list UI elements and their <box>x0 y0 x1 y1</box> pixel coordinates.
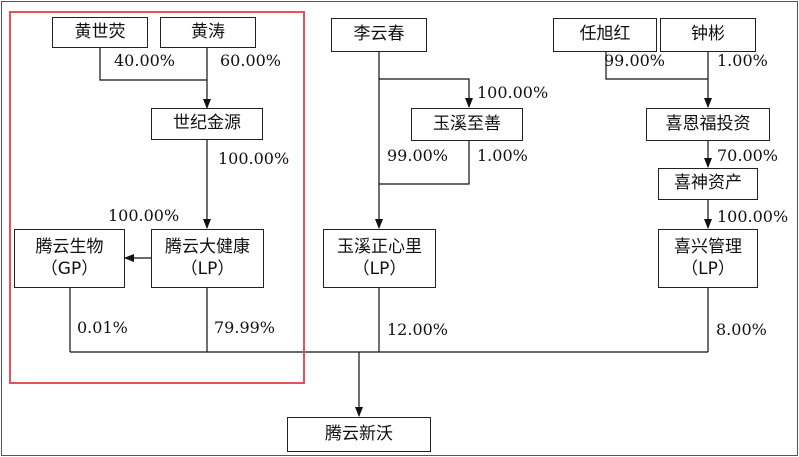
node-yuxi-zhishan: 玉溪至善 <box>411 108 523 141</box>
node-zhong-bin-label: 钟彬 <box>691 24 725 45</box>
pct-zhong-xien: 1.00% <box>717 51 768 70</box>
node-tengyun-shengwu-role: （GP） <box>40 258 99 279</box>
node-ren-xuhong-label: 任旭红 <box>579 24 631 45</box>
pct-zhengxinli-xinwo: 12.00% <box>387 320 449 339</box>
node-yuxi-zhengxinli-role: （LP） <box>352 258 407 279</box>
node-xishen-zichan-label: 喜神资产 <box>674 173 742 194</box>
node-xixing-guanli: 喜兴管理 （LP） <box>658 229 758 288</box>
pct-ren-xien: 99.00% <box>604 51 666 70</box>
pct-shiji-dajiankang: 100.00% <box>218 149 290 168</box>
edge-zhishan-zhengxinli <box>379 141 470 185</box>
node-tengyun-shengwu: 腾云生物 （GP） <box>14 229 125 288</box>
node-yuxi-zhishan-label: 玉溪至善 <box>433 113 501 134</box>
node-tengyun-xinwo: 腾云新沃 <box>287 417 431 452</box>
node-huang-tao: 黄涛 <box>160 17 256 48</box>
node-xishen-zichan: 喜神资产 <box>658 168 758 200</box>
node-ren-xuhong: 任旭红 <box>553 18 657 52</box>
node-tengyun-dajiankang: 腾云大健康 （LP） <box>151 229 264 288</box>
node-zhong-bin: 钟彬 <box>660 18 756 52</box>
node-tengyun-shengwu-label: 腾云生物 <box>35 237 104 258</box>
pct-huang-shiying-shiji: 40.00% <box>114 51 176 70</box>
pct-dajiankang-xinwo: 79.99% <box>214 318 276 337</box>
edge-huang-shiying-shiji <box>99 47 207 81</box>
pct-zhishan-zhengxinli: 1.00% <box>477 146 528 165</box>
node-xien-futouzi-label: 喜恩福投资 <box>665 113 751 134</box>
pct-li-zhishan: 100.00% <box>477 83 549 102</box>
node-xixing-guanli-label: 喜兴管理 <box>674 237 742 258</box>
node-yuxi-zhengxinli-label: 玉溪正心里 <box>337 237 422 258</box>
node-shiji-jinyuan-label: 世纪金源 <box>173 113 241 134</box>
highlight-box <box>9 11 305 384</box>
edge-li-zhishan <box>379 78 473 108</box>
pct-shengwu-xinwo: 0.01% <box>77 318 128 337</box>
node-li-yunchun-label: 李云春 <box>353 24 405 45</box>
node-yuxi-zhengxinli: 玉溪正心里 （LP） <box>323 229 436 288</box>
node-xixing-guanli-role: （LP） <box>681 258 735 279</box>
node-tengyun-dajiankang-label: 腾云大健康 <box>165 237 250 258</box>
pct-dajiankang-shengwu: 100.00% <box>108 206 180 225</box>
node-xien-futouzi: 喜恩福投资 <box>646 108 770 141</box>
node-tengyun-dajiankang-role: （LP） <box>180 258 235 279</box>
pct-li-zhengxinli: 99.00% <box>387 146 449 165</box>
node-shiji-jinyuan: 世纪金源 <box>151 108 263 140</box>
pct-xishen-xixing: 100.00% <box>717 207 789 226</box>
node-huang-shiying: 黄世荧 <box>52 17 148 48</box>
node-tengyun-xinwo-label: 腾云新沃 <box>325 423 393 444</box>
edge-ren-xien <box>605 52 708 80</box>
node-li-yunchun: 李云春 <box>331 18 427 52</box>
pct-xien-xishen: 70.00% <box>717 146 779 165</box>
pct-huang-tao-shiji: 60.00% <box>220 51 282 70</box>
node-huang-tao-label: 黄涛 <box>191 21 225 42</box>
node-huang-shiying-label: 黄世荧 <box>74 21 126 42</box>
pct-xixing-xinwo: 8.00% <box>716 320 767 339</box>
